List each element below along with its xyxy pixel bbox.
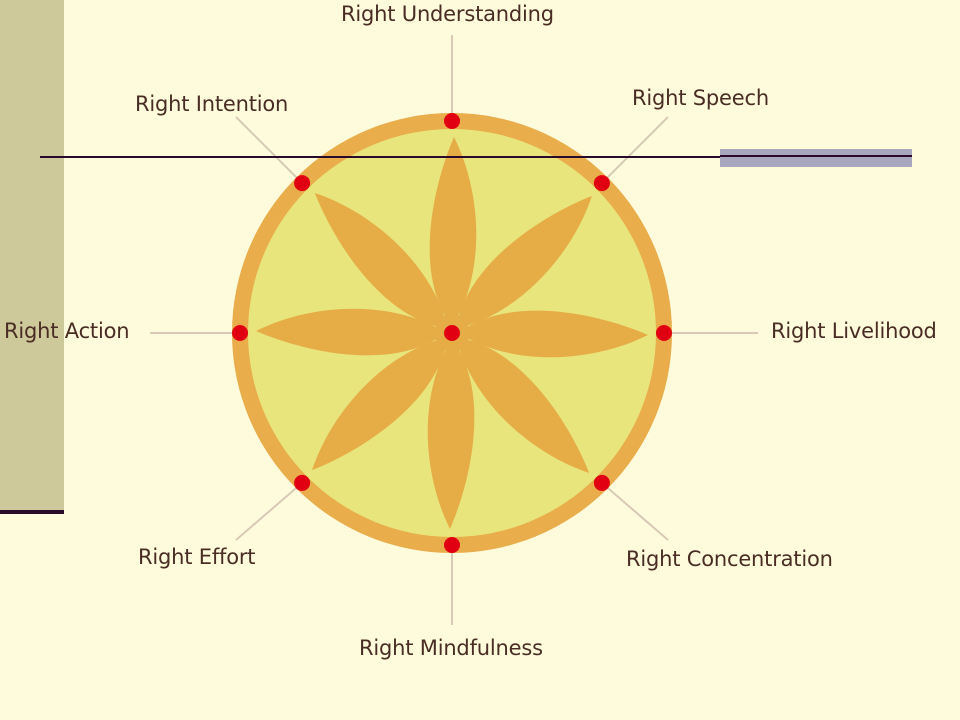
path-label: Right Concentration: [626, 547, 833, 571]
wheel-petal: [314, 192, 448, 329]
wheel-petal: [456, 195, 593, 329]
rim-dot: [593, 474, 610, 491]
title-rule-accent: [720, 149, 912, 167]
left-accent-rule: [0, 510, 64, 514]
path-label: Right Livelihood: [771, 319, 937, 343]
title-rule: [40, 156, 910, 158]
wheel-petal: [456, 337, 590, 474]
spoke-line: [235, 482, 303, 541]
wheel-petal: [256, 308, 446, 356]
wheel-petal: [311, 337, 448, 471]
spoke-line: [601, 482, 669, 541]
rim-dot: [294, 474, 311, 491]
path-label: Right Mindfulness: [359, 636, 543, 660]
left-accent-bar: [0, 0, 64, 510]
path-label: Right Understanding: [341, 2, 554, 26]
wheel-petal: [427, 339, 475, 529]
rim-dot: [593, 175, 610, 192]
wheel-petal: [429, 137, 477, 327]
rim-dot: [232, 325, 248, 341]
hub-dot: [444, 325, 460, 341]
rim-dot: [656, 325, 672, 341]
path-label: Right Intention: [135, 92, 289, 116]
rim-dot: [444, 537, 460, 553]
path-label: Right Action: [4, 319, 130, 343]
path-label: Right Speech: [632, 86, 769, 110]
spoke-line: [601, 116, 669, 184]
rim-dot: [294, 175, 311, 192]
spoke-line: [235, 116, 303, 184]
wheel-petal: [458, 310, 648, 358]
rim-dot: [444, 113, 460, 129]
path-label: Right Effort: [138, 545, 256, 569]
